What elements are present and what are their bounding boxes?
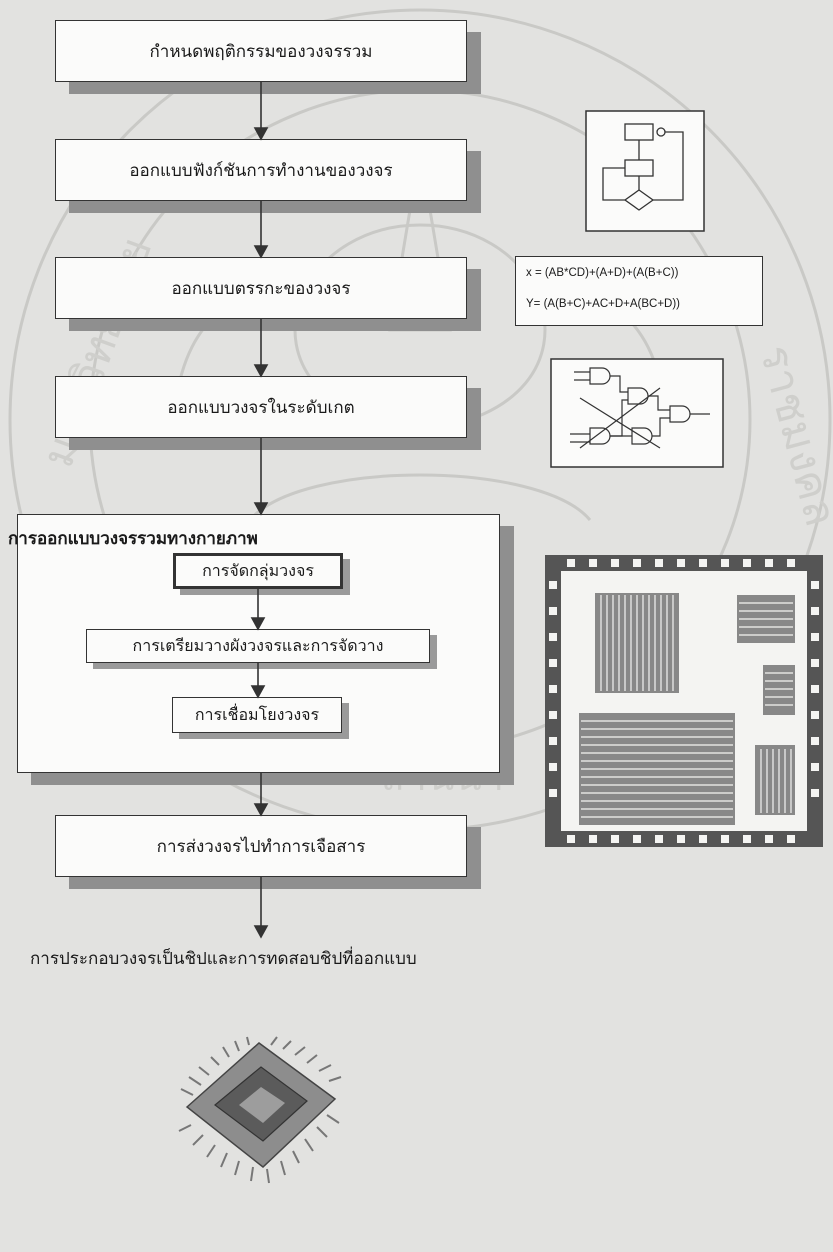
chip-package-image — [175, 1035, 345, 1185]
equation-y: Y= (A(B+C)+AC+D+A(BC+D)) — [526, 298, 680, 310]
functional-flowchart-thumbnail — [585, 110, 705, 232]
gate-schematic-thumbnail — [550, 358, 724, 468]
equation-x: x = (AB*CD)+(A+D)+(A(B+C)) — [526, 267, 678, 279]
logic-equations-box: x = (AB*CD)+(A+D)+(A(B+C)) Y= (A(B+C)+AC… — [515, 256, 763, 326]
chip-layout-thumbnail — [545, 555, 823, 847]
